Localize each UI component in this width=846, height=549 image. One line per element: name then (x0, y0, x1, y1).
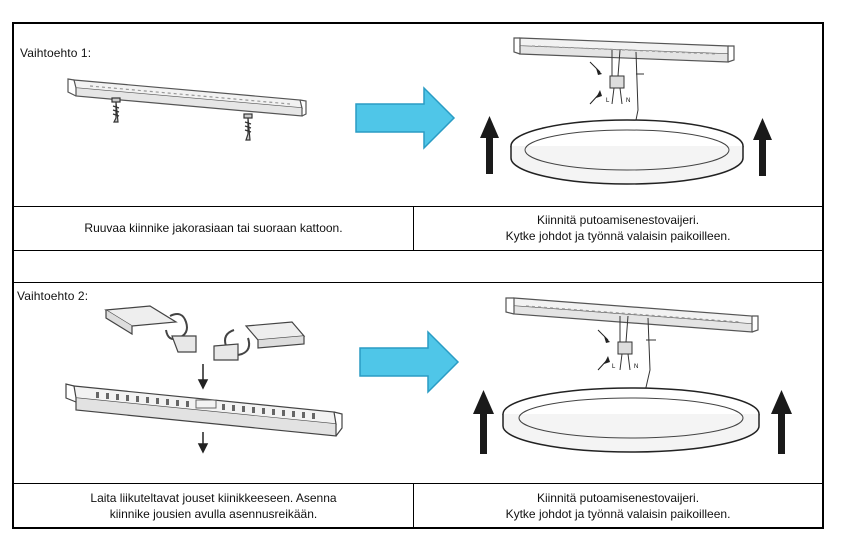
option-2-label: Vaihtoehto 2: (17, 289, 89, 303)
led-panel-icon (502, 387, 760, 453)
push-up-arrow-icon (473, 390, 494, 454)
push-up-arrow-icon (753, 118, 772, 176)
small-arrow-icon (589, 61, 602, 105)
step-2-right-caption: Kiinnitä putoamisenestovaijeri. Kytke jo… (414, 483, 822, 529)
screw-icon (243, 113, 253, 141)
caption-line: Kytke johdot ja työnnä valaisin paikoill… (505, 229, 731, 243)
bracket-icon (505, 297, 759, 333)
caption-line: Kiinnitä putoamisenestovaijeri. (536, 213, 700, 227)
caption-line: Ruuvaa kiinnike jakorasiaan tai suoraan … (84, 221, 343, 235)
bracket-icon (65, 383, 343, 437)
caption-line: Laita liikuteltavat jouset kiinikkeeseen… (90, 491, 337, 505)
step-1-right-caption: Kiinnitä putoamisenestovaijeri. Kytke jo… (414, 206, 822, 250)
step-1-left-caption: Ruuvaa kiinnike jakorasiaan tai suoraan … (14, 206, 413, 250)
wire-connector (609, 49, 644, 141)
wire-label-neutral: N (634, 364, 638, 370)
wire-label-live: L (612, 364, 616, 370)
spring-clip-icon (104, 305, 197, 353)
wire-connector (617, 315, 656, 397)
caption-line: Kytke johdot ja työnnä valaisin paikoill… (505, 507, 731, 521)
wire-label-live: L (606, 98, 610, 104)
caption-line: kiinnike jousien avulla asennusreikään. (109, 507, 318, 521)
led-panel-icon (510, 119, 744, 185)
divider (413, 483, 414, 529)
push-up-arrow-icon (480, 116, 499, 174)
small-arrow-icon (597, 329, 610, 371)
bracket-slots (96, 392, 315, 419)
option-1-label: Vaihtoehto 1: (20, 46, 92, 60)
step-2-left-caption: Laita liikuteltavat jouset kiinikkeeseen… (14, 483, 413, 529)
divider (14, 282, 822, 283)
divider (413, 206, 414, 250)
bracket-icon (513, 37, 735, 63)
divider (14, 483, 822, 484)
caption-line: Kiinnitä putoamisenestovaijeri. (536, 491, 700, 505)
screw-icon (111, 97, 121, 123)
bracket-icon (67, 78, 307, 117)
down-arrow-icon (197, 432, 209, 454)
divider (14, 250, 822, 251)
divider (14, 206, 822, 207)
instruction-frame: Vaihtoehto 1: Vaihtoehto 2: Ruuvaa kiinn… (12, 22, 824, 529)
push-up-arrow-icon (771, 390, 792, 454)
down-arrow-icon (197, 364, 209, 390)
wire-label-neutral: N (626, 98, 630, 104)
spring-clip-icon (213, 321, 306, 361)
